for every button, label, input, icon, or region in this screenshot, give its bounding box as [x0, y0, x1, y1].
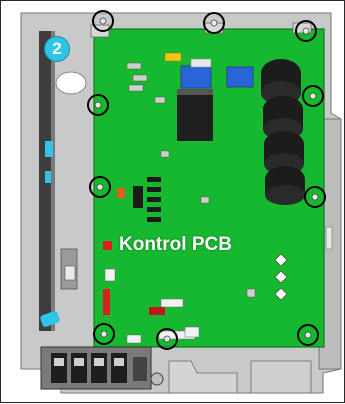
- screw-marker: [93, 323, 115, 345]
- bracket-slot: [325, 226, 333, 250]
- yellow-component: [164, 52, 182, 62]
- test-points: [274, 253, 288, 301]
- screw-marker: [297, 324, 319, 346]
- ic-row: [133, 177, 161, 222]
- cable-clamp-mid: [45, 171, 51, 183]
- connector-block-2: [64, 265, 76, 281]
- bottom-tab: [250, 360, 312, 394]
- screw-heads: [94, 17, 319, 343]
- screw-marker: [87, 94, 109, 116]
- step-number-badge: 2: [45, 37, 69, 61]
- bottom-bracket: [168, 360, 238, 394]
- power-module-top: [177, 89, 213, 95]
- left-rail-inner: [51, 31, 55, 331]
- cable-clamp-top: [45, 141, 53, 157]
- screw-marker: [295, 20, 317, 42]
- relay-blue-right: [226, 66, 254, 88]
- red-components: [103, 188, 165, 315]
- pcb-label: Kontrol PCB: [119, 234, 232, 255]
- screw-marker: [203, 12, 225, 34]
- power-module: [177, 93, 213, 141]
- capacitors: [261, 59, 305, 205]
- relay-blue-left: [180, 65, 212, 89]
- misc-parts: [126, 62, 256, 298]
- ground-screw: [150, 372, 164, 386]
- screw-marker: [92, 10, 114, 32]
- cable-clamp-bottom: [40, 311, 60, 327]
- terminal-block: [40, 346, 152, 390]
- screw-marker: [156, 328, 178, 350]
- screw-markers: [87, 10, 326, 350]
- transformer: [190, 58, 212, 68]
- screw-marker: [304, 186, 326, 208]
- screw-marker: [89, 176, 111, 198]
- cable-opening: [55, 71, 87, 95]
- screw-marker: [302, 85, 324, 107]
